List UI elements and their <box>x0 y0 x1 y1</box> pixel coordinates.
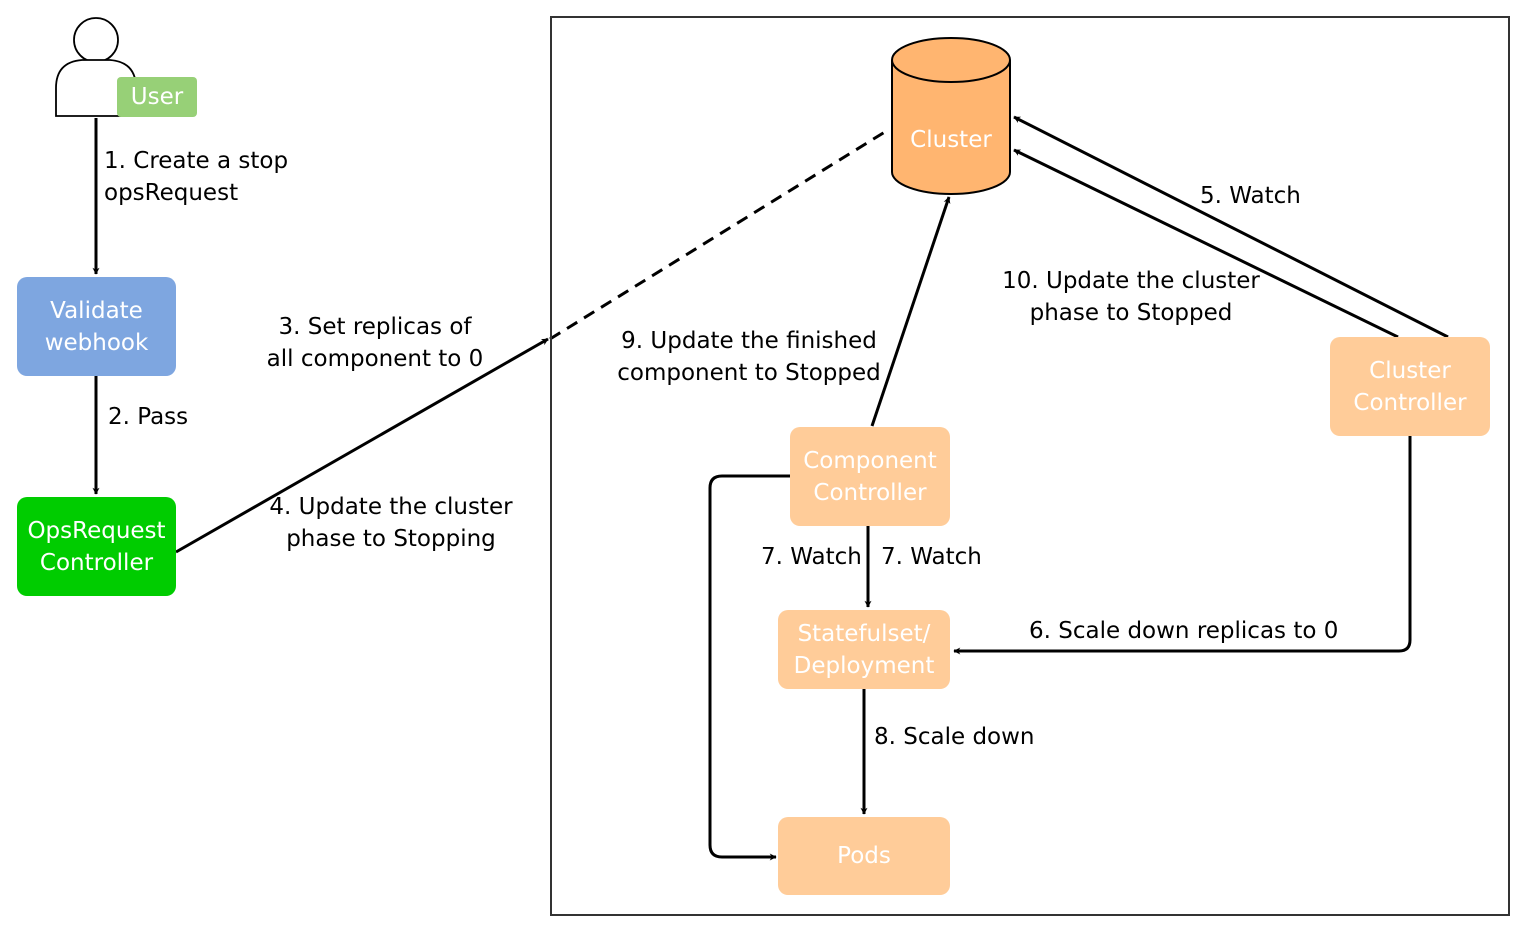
cluster-boundary <box>550 16 1510 916</box>
edge-3-4-set-replicas <box>175 337 549 554</box>
edge-5-watch <box>1013 115 1449 339</box>
cluster-controller-node: Cluster Controller <box>1330 337 1490 436</box>
edge-label-2: 2. Pass <box>108 404 189 430</box>
validate-webhook-node: Validate webhook <box>17 277 176 376</box>
cluster-cylinder <box>891 37 1011 195</box>
user-label: User <box>117 77 197 117</box>
edge-dashed-to-cluster <box>549 128 889 341</box>
statefulset-deployment-node: Statefulset/ Deployment <box>778 610 950 689</box>
edge-label-6: 6. Scale down replicas to 0 <box>1029 618 1339 644</box>
edge-label-5: 5. Watch <box>1200 183 1301 209</box>
edge-9-update-component <box>870 196 951 427</box>
cluster-node-label: Cluster <box>910 127 992 153</box>
edge-label-8: 8. Scale down <box>874 724 1035 750</box>
edge-label-3: 3. Set replicas of all component to 0 <box>266 314 484 372</box>
edge-6-scale-replicas <box>953 436 1412 655</box>
edge-label-9: 9. Update the finished component to Stop… <box>617 328 881 386</box>
edge-7-watch-pods <box>708 474 790 861</box>
edge-label-1: 1. Create a stop opsRequest <box>104 148 289 206</box>
edge-label-4: 4. Update the cluster phase to Stopping <box>269 494 513 552</box>
edge-label-7b: 7. Watch <box>881 544 982 570</box>
component-controller-node: Component Controller <box>790 427 950 526</box>
edge-10-update-stopped <box>1013 148 1399 339</box>
edge-label-10: 10. Update the cluster phase to Stopped <box>1002 268 1260 326</box>
edge-label-7a: 7. Watch <box>761 544 862 570</box>
opsrequest-controller-node: OpsRequest Controller <box>17 497 176 596</box>
pods-node: Pods <box>778 817 950 895</box>
